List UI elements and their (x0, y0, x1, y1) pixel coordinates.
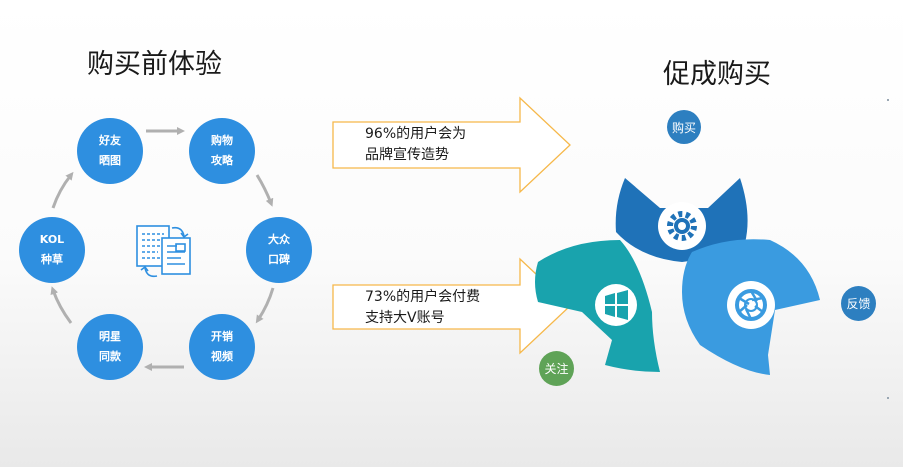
right-title: 促成购买 (663, 59, 771, 90)
node-friend-photos: 好友 晒图 (77, 118, 143, 184)
cycle-arrow-5 (50, 286, 73, 324)
arrow-top-text: 96%的用户会为 品牌宣传造势 (365, 126, 467, 163)
cycle-arrow-3 (255, 287, 275, 324)
windows-logo-icon (595, 284, 637, 326)
node-unboxing-video: 开销 视频 (189, 314, 255, 380)
left-title: 购买前体验 (87, 49, 222, 80)
follow-tag: 关注 (539, 351, 574, 386)
decor-dot (887, 99, 889, 101)
node-kol: KOL 种草 (19, 217, 85, 283)
node-shopping-guide: 购物 攻略 (189, 118, 255, 184)
arrow-top-outline (332, 96, 571, 194)
arrow-bottom-outline (332, 257, 571, 355)
arrow-bottom-text: 73%的用户会付费 支持大V账号 (365, 289, 481, 326)
node-celebrity-same: 明星 同款 (77, 314, 143, 380)
cycle-arrow-6 (51, 171, 74, 209)
aperture-icon (727, 281, 775, 329)
cycle-arrow-2 (255, 174, 274, 207)
feedback-tag: 反馈 (841, 286, 876, 321)
decor-dot (887, 397, 889, 399)
buy-tag: 购买 (667, 110, 701, 144)
gear-icon (658, 202, 706, 250)
node-public-reputation: 大众 口碑 (246, 217, 312, 283)
